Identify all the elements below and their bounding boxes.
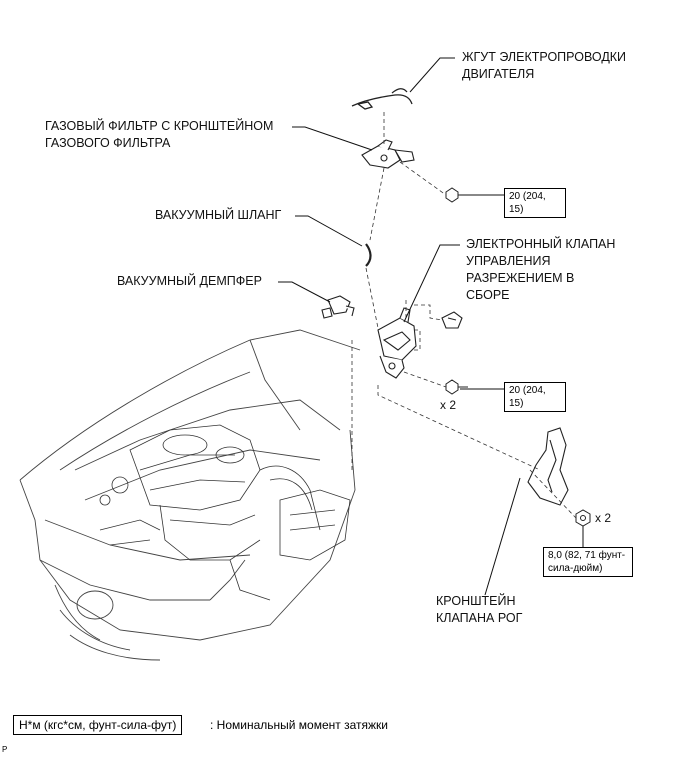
label-line: КРОНШТЕЙН (436, 594, 516, 608)
label-line: ГАЗОВЫЙ ФИЛЬТР С КРОНШТЕЙНОМ (45, 119, 274, 133)
valve-clip (441, 311, 463, 329)
label-line: ЖГУТ ЭЛЕКТРОПРОВОДКИ (462, 50, 627, 64)
label-line: КЛАПАНА РОГ (436, 611, 523, 625)
label-line: ЭЛЕКТРОННЫЙ КЛАПАН (466, 237, 616, 251)
torque-box-valve-bolt: 20 (204, 15) (504, 382, 566, 412)
torque-box-gas-filter-bolt: 20 (204, 15) (504, 188, 566, 218)
gas-filter-with-bracket (361, 139, 415, 169)
label-line: РАЗРЕЖЕНИЕМ В (466, 271, 575, 285)
leader-lines (278, 57, 584, 596)
label-line: ВАКУУМНЫЙ ШЛАНГ (155, 208, 282, 222)
multiplier-valve-bolt: x 2 (440, 398, 457, 412)
label-line: СБОРЕ (466, 288, 510, 302)
bolt-valve (445, 379, 468, 395)
label-gas-filter: ГАЗОВЫЙ ФИЛЬТР С КРОНШТЕЙНОМ ГАЗОВОГО ФИ… (45, 118, 273, 152)
label-engine-wire-harness: ЖГУТ ЭЛЕКТРОПРОВОДКИ ДВИГАТЕЛЯ (462, 49, 626, 83)
engine-wire-harness (351, 88, 413, 110)
label-line: УПРАВЛЕНИЯ (466, 254, 551, 268)
label-vacuum-damper: ВАКУУМНЫЙ ДЕМПФЕР (117, 273, 262, 290)
label-pog-bracket: КРОНШТЕЙН КЛАПАНА РОГ (436, 593, 522, 627)
legend-unit-box: Н*м (кгс*см, фунт-сила-фут) (13, 715, 183, 735)
torque-line: сила-дюйм) (548, 563, 603, 574)
label-line: ВАКУУМНЫЙ ДЕМПФЕР (117, 274, 262, 288)
vehicle-outline (19, 329, 361, 661)
pog-valve-bracket (527, 427, 569, 506)
torque-box-nut: 8,0 (82, 71 фунт- сила-дюйм) (543, 547, 633, 577)
nut-pog-bracket (575, 509, 591, 527)
corner-code: P (2, 745, 8, 754)
vacuum-damper (321, 295, 355, 319)
engine-assembly (99, 424, 351, 601)
label-vacuum-control-valve: ЭЛЕКТРОННЫЙ КЛАПАН УПРАВЛЕНИЯ РАЗРЕЖЕНИЕ… (466, 236, 615, 304)
vacuum-hose (365, 243, 372, 267)
torque-line: 8,0 (82, 71 фунт- (548, 550, 626, 561)
assembly-lines (351, 112, 577, 519)
label-line: ГАЗОВОГО ФИЛЬТРА (45, 136, 171, 150)
multiplier-nut: x 2 (595, 511, 612, 525)
label-line: ДВИГАТЕЛЯ (462, 67, 535, 81)
vacuum-control-valve (377, 307, 417, 379)
label-vacuum-hose: ВАКУУМНЫЙ ШЛАНГ (155, 207, 281, 224)
legend-description: : Номинальный момент затяжки (210, 718, 388, 732)
